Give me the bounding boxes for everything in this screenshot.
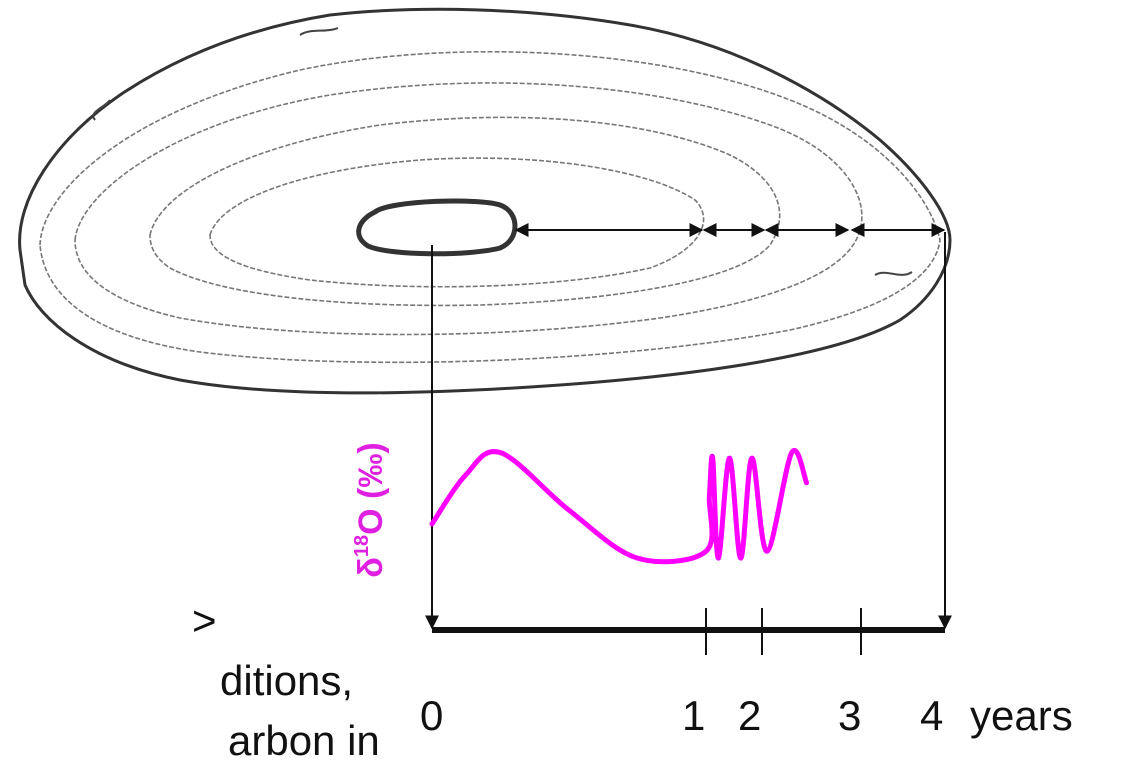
y-axis-label-delta: δ [352, 557, 390, 578]
side-text-line-1: > [192, 597, 217, 644]
otolith-outline [18, 7, 952, 395]
year-label-1: 1 [682, 692, 706, 739]
y-axis-label: δ18O (‰) [351, 442, 390, 578]
otolith-outer-jagged [92, 27, 913, 276]
y-axis-label-superscript: 18 [351, 534, 373, 558]
side-text-line-3: arbon in [228, 717, 380, 764]
unit-label: years [970, 692, 1073, 739]
side-text-line-2: ditions, [220, 657, 354, 704]
year-label-0: 0 [420, 692, 444, 739]
year-label-2: 2 [738, 692, 762, 739]
time-axis-ticks [705, 608, 862, 655]
year-label-3: 3 [838, 692, 862, 739]
growth-rings [39, 50, 941, 364]
y-axis-label-rest: O (‰) [352, 442, 390, 535]
d18o-curve [429, 447, 810, 565]
otolith-nucleus [356, 198, 518, 257]
year-label-4: 4 [920, 692, 944, 739]
